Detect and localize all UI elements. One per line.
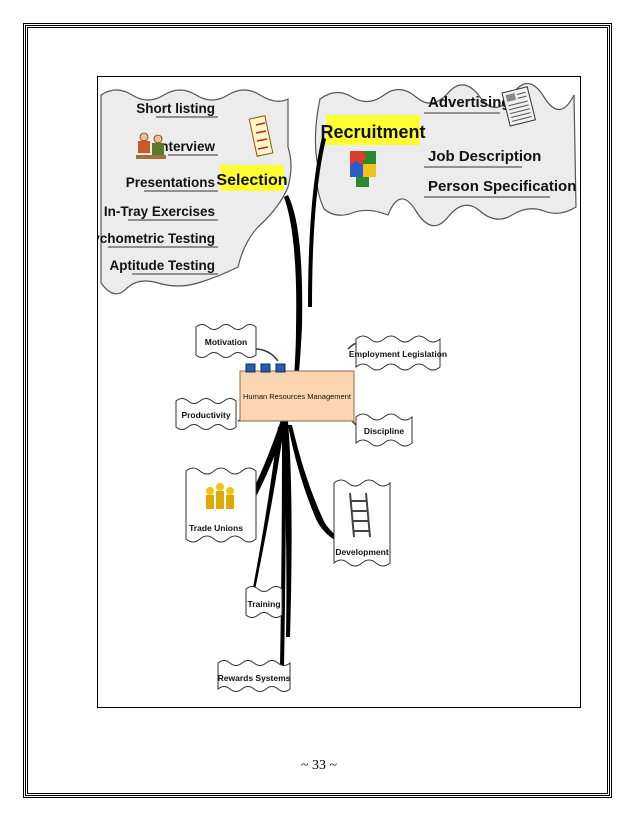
selection-node[interactable]: Selection	[216, 165, 288, 191]
selection-item-2[interactable]: Presentations	[126, 175, 215, 190]
recruitment-item-0[interactable]: Advertising	[428, 94, 511, 111]
connector-training	[252, 427, 284, 595]
recruitment-title: Recruitment	[320, 122, 425, 142]
puzzle-icon	[350, 151, 376, 187]
ladder-icon	[349, 492, 371, 538]
center-node-icon-2	[260, 363, 271, 373]
connector-tradeunions	[218, 423, 286, 533]
node-discipline[interactable]: Discipline	[355, 413, 413, 447]
node-trade-unions[interactable]: Trade Unions	[185, 467, 257, 543]
selection-item-1[interactable]: Interview	[156, 139, 215, 154]
connector-trunk-down	[280, 421, 292, 637]
page-border	[23, 23, 612, 798]
selection-title: Selection	[216, 172, 287, 189]
center-node[interactable]: Human Resources Management	[239, 363, 355, 422]
node-rewards-systems-label: Rewards Systems	[218, 673, 291, 683]
selection-items: Short listing Interview Presentations In…	[98, 101, 218, 275]
connector-recruitment	[308, 137, 326, 307]
node-discipline-label: Discipline	[364, 426, 404, 436]
connector-development	[288, 425, 356, 549]
recruitment-item-2[interactable]: Person Specification	[428, 178, 576, 195]
selection-item-0[interactable]: Short listing	[136, 101, 215, 116]
crowd-icon	[206, 483, 234, 509]
recruitment-item-1[interactable]: Job Description	[428, 148, 541, 165]
node-development[interactable]: Development	[333, 479, 391, 567]
node-productivity-label: Productivity	[181, 410, 230, 420]
connector-selection	[284, 195, 303, 403]
newspaper-icon	[501, 86, 537, 127]
selection-cloud	[100, 89, 292, 295]
selection-item-3[interactable]: In-Tray Exercises	[104, 204, 215, 219]
selection-item-5[interactable]: Aptitude Testing	[110, 258, 216, 273]
mindmap-diagram: Human Resources Management Short listing…	[98, 82, 577, 692]
recruitment-items: Advertising Job Description Person Speci…	[424, 94, 576, 198]
node-development-label: Development	[335, 547, 389, 557]
center-node-icon-1	[245, 363, 256, 373]
node-motivation[interactable]: Motivation	[195, 324, 257, 358]
clipboard-icon	[248, 115, 274, 157]
node-training[interactable]: Training	[245, 586, 283, 618]
node-productivity[interactable]: Productivity	[175, 398, 237, 430]
node-training-label: Training	[247, 599, 280, 609]
mindmap-figure: Human Resources Management Short listing…	[97, 76, 581, 708]
recruitment-node[interactable]: Recruitment	[320, 115, 426, 145]
node-motivation-label: Motivation	[205, 337, 248, 347]
node-employment-legislation-label: Employment Legislation	[349, 349, 447, 359]
center-node-icon-3	[275, 363, 286, 373]
selection-item-4[interactable]: Psychometric Testing	[98, 231, 215, 246]
connectors	[218, 137, 356, 681]
page-number: ~ 33 ~	[300, 758, 338, 773]
node-employment-legislation[interactable]: Employment Legislation	[349, 335, 447, 371]
node-trade-unions-label: Trade Unions	[189, 523, 243, 533]
interview-people-icon	[136, 132, 166, 159]
node-rewards-systems[interactable]: Rewards Systems	[217, 660, 291, 692]
connector-rewards	[274, 437, 286, 681]
center-node-label: Human Resources Management	[243, 392, 352, 401]
